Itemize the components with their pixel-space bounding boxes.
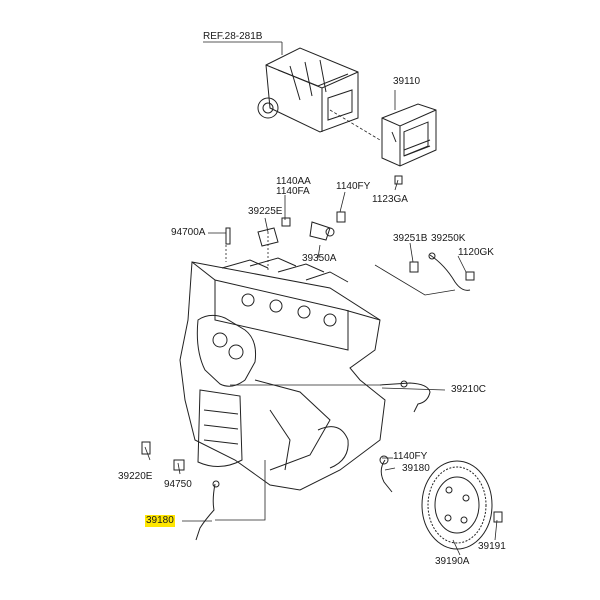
ecm-bracket	[257, 47, 359, 133]
label-1120gk: 1120GK	[458, 247, 494, 258]
label-ecm: 39110	[393, 76, 421, 87]
label-1140fy-bottom: 1140FY	[393, 451, 428, 462]
label-39180-left-highlighted: 39180	[145, 515, 175, 527]
sensor-icons	[225, 211, 475, 291]
label-39225e: 39225E	[248, 206, 283, 217]
label-39220e: 39220E	[118, 471, 153, 482]
label-39180-right: 39180	[402, 463, 430, 474]
o2-sensor-wires	[141, 380, 431, 541]
label-94700a: 94700A	[171, 227, 206, 238]
bolt-icon-39191	[493, 511, 503, 523]
bolt-icon	[394, 175, 403, 185]
exhaust-manifold	[196, 314, 256, 467]
label-1140aa: 1140AA	[276, 176, 311, 187]
label-39350a: 39350A	[302, 253, 337, 264]
label-94750: 94750	[164, 479, 192, 490]
engine-block	[179, 257, 386, 491]
label-39190a: 39190A	[435, 556, 470, 567]
leader-lines	[144, 41, 498, 556]
label-ecm-bolt: 1123GA	[372, 194, 408, 205]
label-1140fa: 1140FA	[276, 186, 310, 197]
label-39250k: 39250K	[431, 233, 466, 244]
label-39191: 39191	[478, 541, 506, 552]
label-39251b: 39251B	[393, 233, 428, 244]
label-ref-air-cleaner: REF.28-281B	[203, 31, 263, 42]
label-1140fy-top: 1140FY	[336, 181, 371, 192]
reluctor-ring	[421, 460, 493, 550]
label-39210c: 39210C	[451, 384, 487, 395]
ecm-unit	[381, 103, 437, 167]
